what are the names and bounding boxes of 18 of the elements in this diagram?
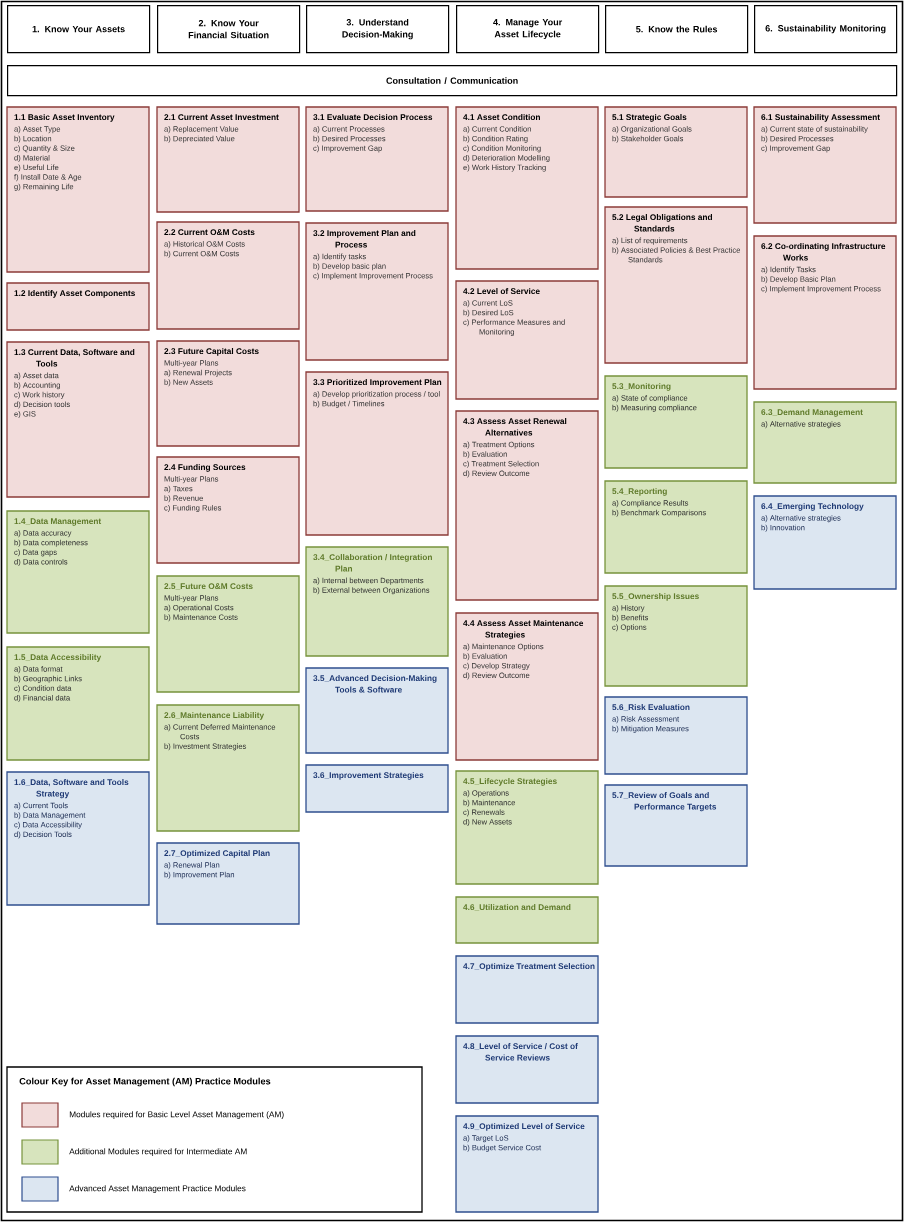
legend-label: Modules required for Basic Level Asset Management (AM) [69, 1111, 284, 1119]
column-header-box: 3. Understand Decision-Making [306, 5, 450, 54]
column-header-box: 1. Know Your Assets [7, 5, 151, 54]
advanced-module-box: 3.6_Improvement Strategies [305, 764, 449, 813]
basic-module-box: 1.2 Identify Asset Components [6, 282, 150, 331]
legend-label: Additional Modules required for Intermediate AM [69, 1148, 247, 1156]
column-header-box: 5. Know the Rules [605, 5, 749, 54]
consultation-band: Consultation / Communication [7, 65, 898, 97]
column-header-box: 2. Know Your Financial Situation [157, 5, 301, 54]
advanced-module-box: 3.5_Advanced Decision-Making Tools & Software [305, 667, 449, 754]
advanced-module-box: 5.7_Review of Goals and Performance Targets [604, 784, 748, 867]
advanced-module-box: 4.8_Level of Service / Cost of Service Reviews [455, 1035, 599, 1104]
legend-title: Colour Key for Asset Management (AM) Practice Modules [19, 1077, 271, 1087]
intermediate-module-box: 4.6_Utilization and Demand [455, 896, 599, 944]
legend-label: Advanced Asset Management Practice Modules [69, 1185, 246, 1193]
column-header-box: 4. Manage Your Asset Lifecycle [456, 5, 600, 54]
column-header-box: 6. Sustainability Monitoring [754, 5, 898, 54]
advanced-module-box: 4.7_Optimize Treatment Selection [455, 955, 599, 1024]
